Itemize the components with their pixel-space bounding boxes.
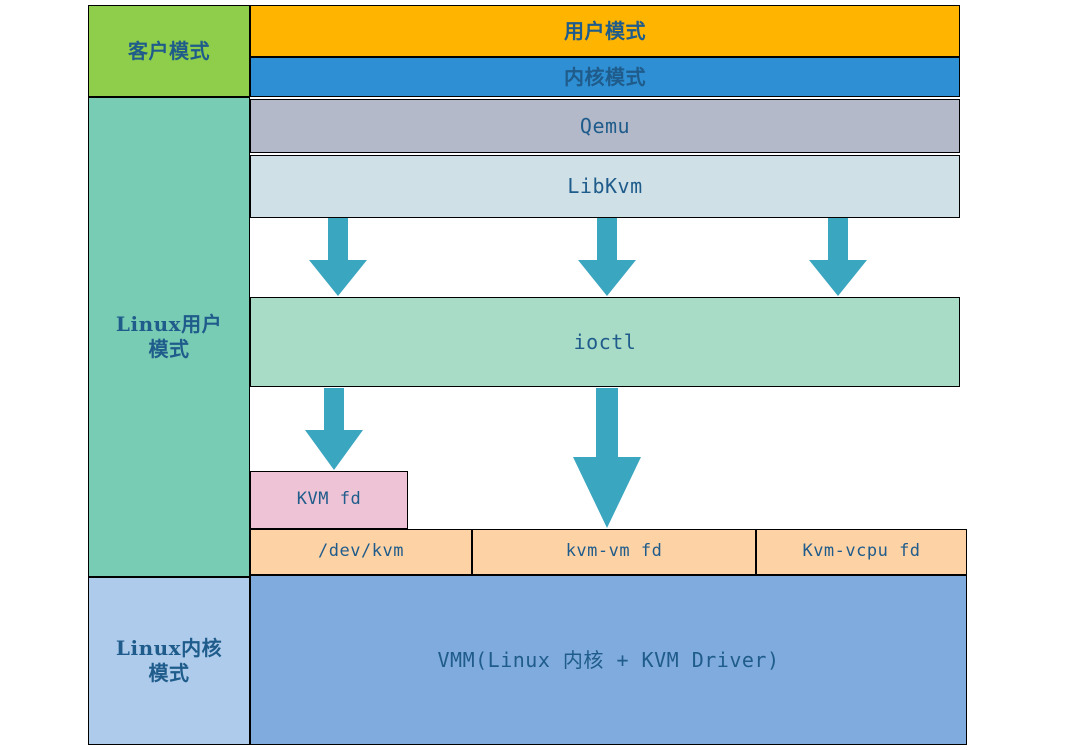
node-dev-kvm: /dev/kvm bbox=[250, 529, 472, 575]
layer-vmm: VMM(Linux 内核 + KVM Driver) bbox=[250, 575, 967, 745]
down-arrow-icon bbox=[809, 218, 867, 296]
layer-libkvm: LibKvm bbox=[250, 155, 960, 218]
layer-user-mode: 用户模式 bbox=[250, 5, 960, 57]
node-kvm-vcpu-fd: Kvm-vcpu fd bbox=[756, 529, 967, 575]
down-arrow-icon bbox=[578, 218, 636, 296]
band-guest-mode: 客户模式 bbox=[88, 5, 250, 97]
band-linux-user-mode: Linux用户 模式 bbox=[88, 97, 250, 577]
band-linux-kernel-mode: Linux内核 模式 bbox=[88, 577, 250, 745]
down-arrow-icon bbox=[573, 388, 641, 528]
layer-ioctl: ioctl bbox=[250, 297, 960, 387]
layer-kernel-mode: 内核模式 bbox=[250, 57, 960, 97]
down-arrow-icon bbox=[305, 388, 363, 470]
node-kvm-vm-fd: kvm-vm fd bbox=[472, 529, 756, 575]
node-kvm-fd: KVM fd bbox=[250, 471, 408, 529]
layer-qemu: Qemu bbox=[250, 99, 960, 153]
down-arrow-icon bbox=[309, 218, 367, 296]
